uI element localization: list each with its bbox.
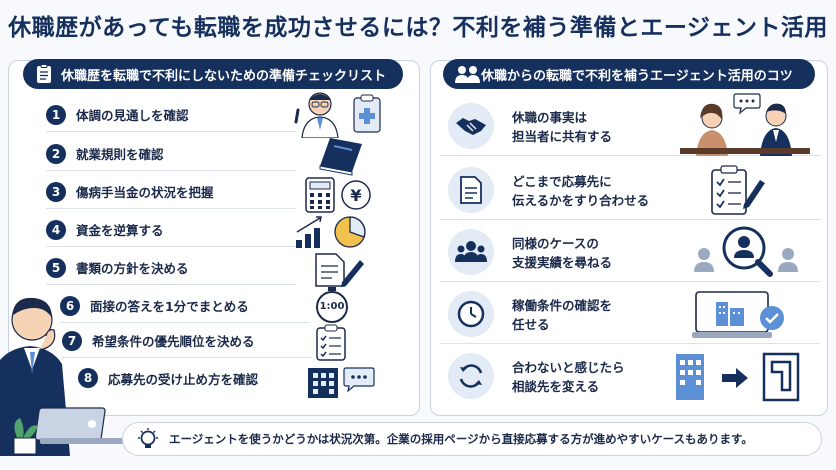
doctor-icon: [294, 92, 381, 138]
page-title: 休職歴があっても転職を成功させるには？不利を補う準備とエージェント活用: [8, 15, 828, 41]
svg-text:¥: ¥: [350, 186, 361, 205]
item-number: 3: [46, 181, 66, 202]
laptop-building-check-icon: [692, 291, 784, 338]
item-label: 希望条件の優先順位を決める: [92, 334, 255, 349]
tip-line: どこまで応募先に: [512, 174, 612, 189]
chart-icon: [296, 216, 366, 248]
item-number: 6: [60, 295, 80, 316]
clock-icon: [457, 300, 485, 328]
tip-row: 休職の事実は 担当者に共有する: [440, 93, 820, 156]
footer-note: エージェントを使うかどうかは状況次第。企業の採用ページから直接応募する方が進めや…: [122, 422, 822, 456]
tip-line: 相談先を変える: [512, 379, 600, 394]
tips-panel: 休職からの転職で不利を補うエージェント活用のコツ: [430, 59, 828, 416]
tip-text: 休職の事実は 担当者に共有する: [512, 108, 692, 146]
checklist-icon: [316, 324, 346, 361]
tip-icon-circle: [448, 103, 494, 149]
tip-icon-circle: [448, 229, 494, 275]
item-number: 5: [46, 257, 66, 278]
thinking-person-illustration: [0, 297, 126, 456]
checklist-item: 6 面接の答えを1分でまとめる: [60, 289, 310, 323]
checklist-item: 8 応募先の受け止め方を確認: [78, 361, 296, 395]
checklist-item: 3 傷病手当金の状況を把握: [46, 175, 296, 209]
tip-row: 同様のケースの 支援実績を尋ねる: [440, 222, 820, 282]
checklist-heading: 休職歴を転職で不利にしないための準備チェックリスト: [23, 59, 403, 89]
checklist-item: 5 書類の方針を決める: [46, 251, 296, 285]
calculator-yen-icon: ¥: [305, 177, 371, 213]
document-icon: [460, 176, 482, 204]
tip-line: 任せる: [512, 317, 550, 332]
building-switch-icon: [676, 352, 800, 402]
document-pen-icon: [315, 253, 364, 287]
people-icon: [455, 66, 480, 83]
refresh-icon: [459, 364, 483, 388]
item-number: 8: [78, 368, 98, 388]
tips-heading: 休職からの転職で不利を補うエージェント活用のコツ: [443, 59, 815, 89]
item-label: 体調の見通しを確認: [76, 108, 189, 123]
checklist-item: 2 就業規則を確認: [46, 137, 296, 171]
tip-line: 合わないと感じたら: [512, 360, 625, 375]
tip-icon-circle: [448, 353, 494, 399]
tip-row: どこまで応募先に 伝えるかをすり合わせる: [440, 160, 820, 220]
book-icon: [319, 138, 362, 176]
item-number: 4: [46, 219, 66, 240]
tip-line: 休職の事実は: [512, 110, 588, 125]
clipboard-icon: [37, 64, 51, 83]
lightbulb-icon: [138, 428, 158, 448]
tip-text: どこまで応募先に 伝えるかをすり合わせる: [512, 172, 692, 210]
item-label: 面接の答えを1分でまとめる: [90, 299, 249, 314]
tip-icon-circle: [448, 291, 494, 337]
stopwatch-icon: 1:00: [314, 286, 350, 324]
tip-icon-circle: [448, 167, 494, 213]
item-label: 就業規則を確認: [76, 147, 164, 162]
tip-line: 支援実績を尋ねる: [512, 255, 613, 270]
item-number: 7: [62, 330, 82, 351]
tip-row: 稼働条件の確認を 任せる: [440, 284, 820, 344]
tip-line: 稼働条件の確認を: [512, 298, 613, 313]
tip-text: 稼働条件の確認を 任せる: [512, 296, 692, 334]
tips-heading-text: 休職からの転職で不利を補うエージェント活用のコツ: [481, 68, 793, 84]
stopwatch-time: 1:00: [319, 301, 345, 312]
checklist-item: 4 資金を逆算する: [46, 213, 296, 247]
checklist-heading-text: 休職歴を転職で不利にしないための準備チェックリスト: [61, 68, 387, 84]
item-number: 2: [46, 143, 66, 164]
tip-line: 伝えるかをすり合わせる: [512, 193, 650, 208]
handshake-icon: [456, 118, 486, 135]
search-people-icon: [694, 226, 798, 277]
footer-note-text: エージェントを使うかどうかは状況次第。企業の採用ページから直接応募する方が進めや…: [169, 432, 753, 446]
item-number: 1: [46, 104, 66, 125]
item-label: 傷病手当金の状況を把握: [76, 185, 214, 200]
checklist-pen-icon: [711, 165, 765, 215]
building-chat-icon: [308, 367, 375, 398]
item-label: 応募先の受け止め方を確認: [108, 371, 259, 387]
checklist-item: 7 希望条件の優先順位を決める: [62, 324, 312, 358]
tip-text: 合わないと感じたら 相談先を変える: [512, 358, 692, 396]
group-icon: [455, 241, 487, 262]
tip-text: 同様のケースの 支援実績を尋ねる: [512, 234, 692, 272]
tip-line: 同様のケースの: [512, 236, 599, 251]
checklist-item: 1 体調の見通しを確認: [46, 98, 296, 132]
tip-line: 担当者に共有する: [512, 129, 613, 144]
consultation-illustration: [680, 93, 810, 156]
item-label: 書類の方針を決める: [76, 261, 189, 276]
tip-row: 合わないと感じたら 相談先を変える: [440, 346, 820, 406]
item-label: 資金を逆算する: [76, 223, 164, 238]
